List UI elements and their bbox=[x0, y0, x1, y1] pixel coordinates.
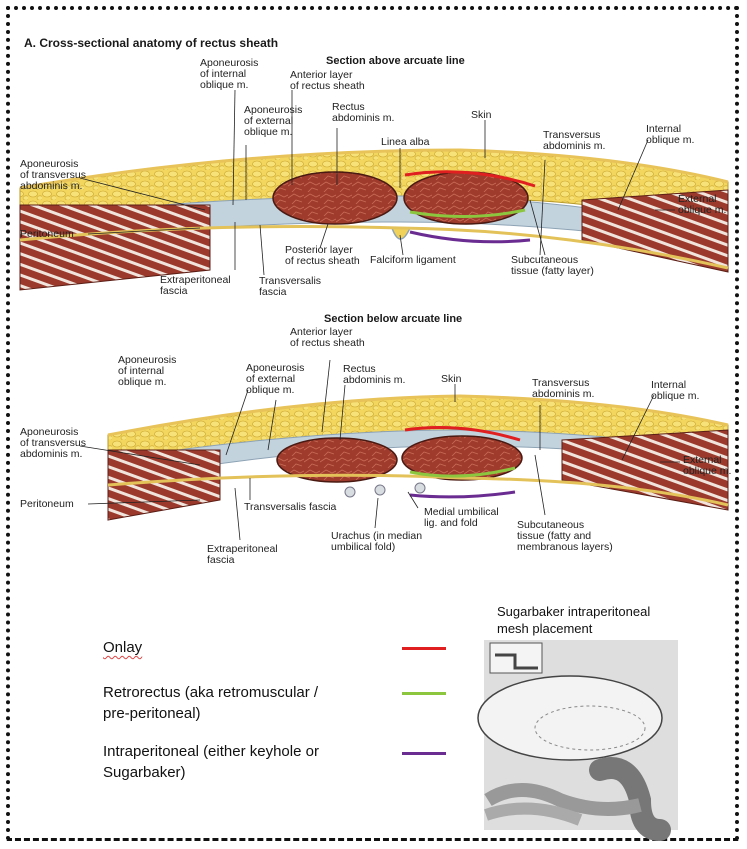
bottom-label-rectus: Rectus abdominis m. bbox=[343, 364, 405, 386]
top-label-aponeurosis-internal: Aponeurosis of internal oblique m. bbox=[200, 58, 258, 91]
bottom-label-anterior-layer: Anterior layer of rectus sheath bbox=[290, 327, 365, 349]
bottom-section-title: Section below arcuate line bbox=[324, 313, 462, 325]
bottom-label-aponeurosis-transversus: Aponeurosis of transversus abdominis m. bbox=[20, 427, 86, 460]
bottom-label-urachus: Urachus (in median umbilical fold) bbox=[331, 531, 422, 553]
legend-intraperitoneal-swatch bbox=[402, 752, 446, 755]
bottom-label-skin: Skin bbox=[441, 374, 461, 385]
top-label-rectus: Rectus abdominis m. bbox=[332, 102, 394, 124]
top-label-skin: Skin bbox=[471, 110, 491, 121]
top-label-subcutaneous: Subcutaneous tissue (fatty layer) bbox=[511, 255, 594, 277]
bottom-section-drawing bbox=[80, 360, 728, 540]
top-label-falciform: Falciform ligament bbox=[370, 255, 456, 266]
legend-onlay-label: Onlay bbox=[103, 637, 142, 658]
top-label-transversus: Transversus abdominis m. bbox=[543, 130, 605, 152]
legend-intraperitoneal-label: Intraperitoneal (either keyhole or Sugar… bbox=[103, 741, 319, 783]
legend-onlay-swatch bbox=[402, 647, 446, 650]
bottom-label-subcutaneous: Subcutaneous tissue (fatty and membranou… bbox=[517, 520, 613, 553]
bottom-label-extraperitoneal: Extraperitoneal fascia bbox=[207, 544, 278, 566]
top-label-peritoneum: Peritoneum bbox=[20, 229, 74, 240]
top-label-linea-alba: Linea alba bbox=[381, 137, 429, 148]
bottom-label-internal-oblique: Internal oblique m. bbox=[651, 380, 699, 402]
legend-retrorectus-label: Retrorectus (aka retromuscular / pre-per… bbox=[103, 682, 318, 724]
sugarbaker-title: Sugarbaker intraperitoneal mesh placemen… bbox=[497, 603, 650, 637]
bottom-label-transversus: Transversus abdominis m. bbox=[532, 378, 594, 400]
sugarbaker-illustration bbox=[478, 640, 678, 830]
top-label-extraperitoneal: Extraperitoneal fascia bbox=[160, 275, 231, 297]
bottom-label-peritoneum: Peritoneum bbox=[20, 499, 74, 510]
top-label-aponeurosis-external: Aponeurosis of external oblique m. bbox=[244, 105, 302, 138]
bottom-label-external-oblique: External oblique m. bbox=[683, 455, 731, 477]
bottom-label-aponeurosis-internal: Aponeurosis of internal oblique m. bbox=[118, 355, 176, 388]
legend-retrorectus-swatch bbox=[402, 692, 446, 695]
bottom-label-medial-umbilical: Medial umbilical lig. and fold bbox=[424, 507, 499, 529]
top-label-anterior-layer: Anterior layer of rectus sheath bbox=[290, 70, 365, 92]
top-label-external-oblique: External oblique m. bbox=[678, 194, 726, 216]
top-label-posterior-layer: Posterior layer of rectus sheath bbox=[285, 245, 360, 267]
top-label-transversalis: Transversalis fascia bbox=[259, 276, 321, 298]
bottom-label-transversalis: Transversalis fascia bbox=[244, 502, 336, 513]
bottom-label-aponeurosis-external: Aponeurosis of external oblique m. bbox=[246, 363, 304, 396]
top-label-aponeurosis-transversus: Aponeurosis of transversus abdominis m. bbox=[20, 159, 86, 192]
top-label-internal-oblique: Internal oblique m. bbox=[646, 124, 694, 146]
